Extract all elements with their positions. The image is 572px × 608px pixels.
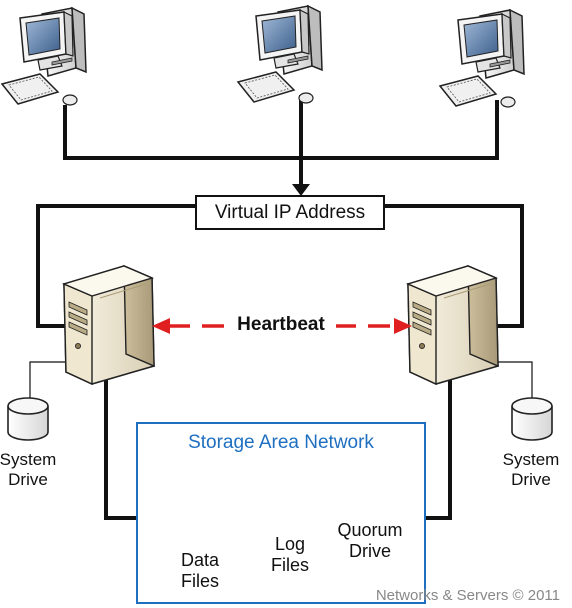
log-files-label: Log Files [258,534,322,575]
data-files-label: Data Files [168,550,232,591]
virtual-ip-address-box: Virtual IP Address [195,195,385,230]
computer-icon [1,7,87,106]
server-icon [407,265,499,385]
watermark: Networks & Servers © 2011 [375,587,560,604]
system-drive-right-line2: Drive [511,469,551,489]
arrow-down-icon [292,184,310,196]
storage-area-network-box: Storage Area Network [136,422,426,604]
system-drive-left-line2: Drive [8,469,48,489]
system-drive-right-label: System Drive [499,450,563,489]
quorum-drive-line1: Quorum [337,520,403,540]
computer-icon [439,9,525,108]
log-files-line1: Log [274,534,306,554]
network-links [36,95,524,520]
disk-icon [511,397,553,441]
log-files-line2: Files [270,554,309,575]
quorum-drive-label: Quorum Drive [330,520,410,561]
heartbeat-arrows [152,318,412,334]
disk-icon [7,397,49,441]
data-files-line1: Data [180,550,220,570]
system-drive-left-line1: System [0,450,57,469]
drive-links [29,361,533,400]
system-drive-right-line1: System [502,450,560,469]
virtual-ip-label: Virtual IP Address [214,201,366,223]
san-title: Storage Area Network [188,432,374,453]
heartbeat-label: Heartbeat [226,314,336,336]
quorum-drive-line2: Drive [348,540,391,561]
computer-icon [237,5,323,104]
system-drive-left-label: System Drive [0,450,58,489]
data-files-line2: Files [180,570,219,591]
server-icon [63,265,155,385]
